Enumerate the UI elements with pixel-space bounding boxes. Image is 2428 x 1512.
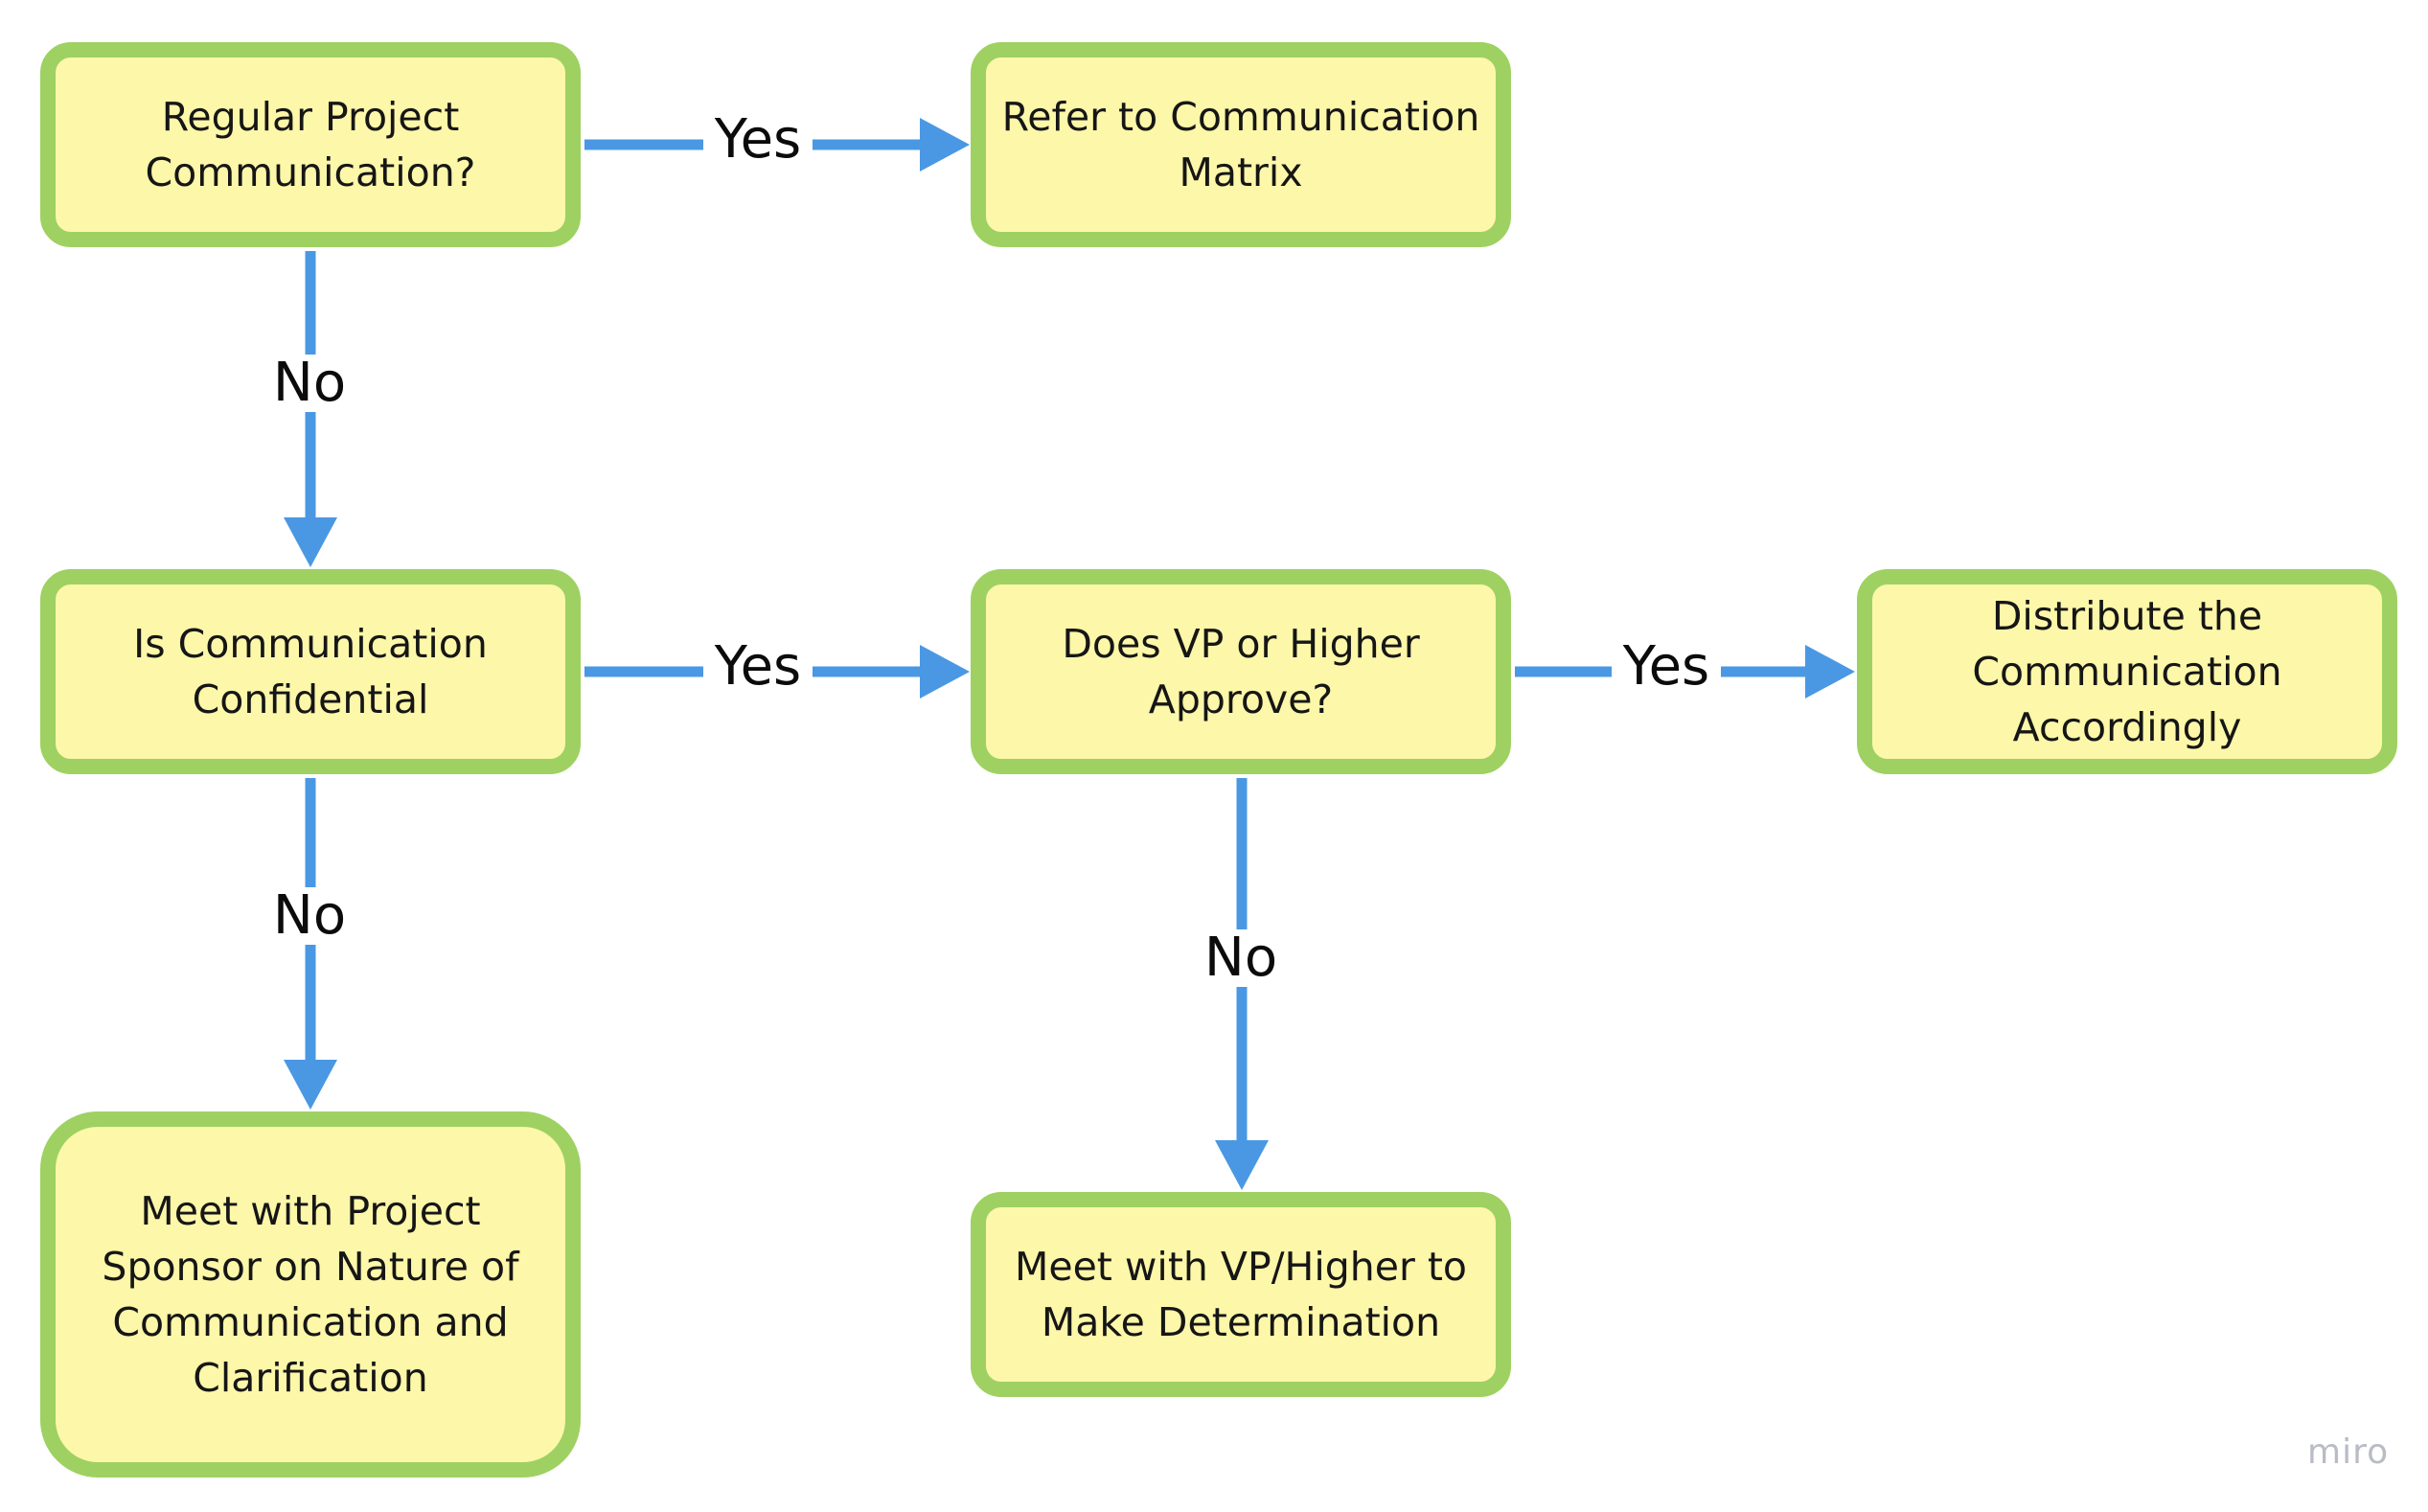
arrowhead-meet_sponsor — [284, 1060, 337, 1110]
arrowhead-confidential — [284, 517, 337, 567]
edge-label-yes-vp: Yes — [703, 638, 813, 696]
arrowhead-vp_approve — [920, 645, 970, 699]
node-distribute[interactable]: Distribute the Communication Accordingly — [1857, 569, 2397, 774]
node-refer-matrix[interactable]: Refer to Communication Matrix — [971, 42, 1511, 247]
arrowhead-meet_vp — [1215, 1140, 1269, 1190]
edge-label-no-sponsor: No — [255, 887, 364, 945]
edge-label-yes-distribute: Yes — [1612, 638, 1721, 696]
node-confidential[interactable]: Is Communication Confidential — [40, 569, 581, 774]
node-vp-approve-label: Does VP or Higher Approve? — [1062, 621, 1420, 722]
node-distribute-label: Distribute the Communication Accordingly — [1972, 593, 2282, 750]
node-vp-approve[interactable]: Does VP or Higher Approve? — [971, 569, 1511, 774]
node-meet-sponsor[interactable]: Meet with Project Sponsor on Nature of C… — [40, 1111, 581, 1478]
node-refer-matrix-label: Refer to Communication Matrix — [1001, 94, 1480, 195]
edge-label-no-meet-vp: No — [1186, 929, 1295, 987]
edge-label-no-confidential: No — [255, 355, 364, 412]
edge-label-yes-matrix: Yes — [703, 111, 813, 169]
miro-watermark: miro — [2307, 1432, 2390, 1472]
node-meet-vp-label: Meet with VP/Higher to Make Determinatio… — [1014, 1244, 1468, 1345]
node-confidential-label: Is Communication Confidential — [133, 621, 488, 722]
arrowhead-distribute — [1805, 645, 1855, 699]
arrowhead-refer_matrix — [920, 118, 970, 172]
node-meet-vp[interactable]: Meet with VP/Higher to Make Determinatio… — [971, 1192, 1511, 1397]
node-regular-project-label: Regular Project Communication? — [145, 94, 476, 195]
node-meet-sponsor-label: Meet with Project Sponsor on Nature of C… — [102, 1188, 519, 1401]
node-regular-project[interactable]: Regular Project Communication? — [40, 42, 581, 247]
